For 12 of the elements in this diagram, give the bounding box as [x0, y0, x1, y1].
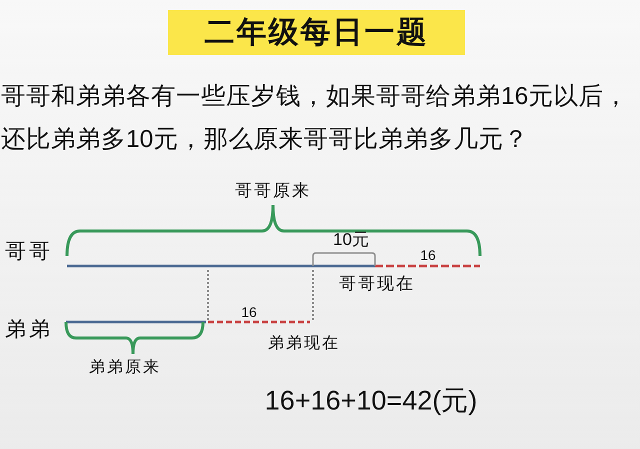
segment-label: 16: [420, 246, 436, 264]
difference-label: 10元: [333, 230, 369, 250]
row-label: 哥哥: [5, 238, 53, 264]
equation-text: 16+16+10=42(元): [264, 385, 478, 417]
title-banner: 二年级每日一题: [168, 10, 465, 55]
row-label: 弟弟: [5, 316, 53, 342]
segment-label: 16: [241, 304, 257, 320]
question-text: 哥哥和弟弟各有一些压岁钱，如果哥哥给弟弟16元以后，还比弟弟多10元，那么原来哥哥比弟弟多几元？: [1, 82, 629, 155]
position-label: 弟弟现在: [268, 334, 340, 354]
position-label: 哥哥现在: [339, 274, 415, 294]
brace-label: 弟弟原来: [89, 358, 161, 378]
brace-label: 哥哥原来: [235, 181, 311, 201]
